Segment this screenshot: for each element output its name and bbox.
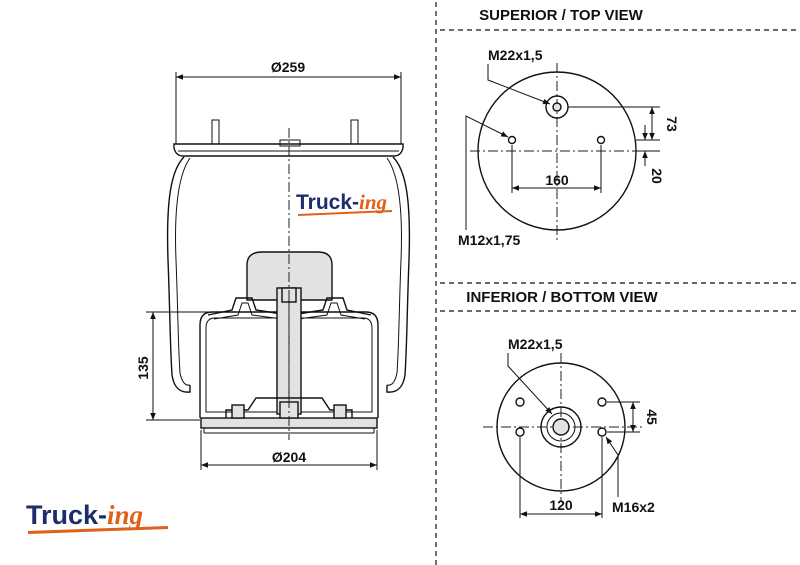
bottom-bolt-tr bbox=[597, 397, 607, 407]
logo-brand-b: ing bbox=[107, 500, 143, 530]
top-hole-right bbox=[596, 135, 606, 145]
svg-text:Truck-ing: Truck-ing bbox=[26, 500, 143, 530]
brand-logo: Truck-ing bbox=[26, 500, 168, 534]
bottom-center-hub bbox=[540, 406, 582, 448]
top-spacing-label: 160 bbox=[545, 172, 569, 188]
piston-body bbox=[199, 311, 379, 418]
bellows bbox=[166, 156, 191, 393]
bottom-diameter-label: Ø204 bbox=[272, 449, 306, 465]
top-hole-left bbox=[507, 135, 517, 145]
watermark-brand-a: Truck- bbox=[296, 191, 359, 214]
watermark-brand-b: ing bbox=[359, 190, 387, 214]
bottom-offset-label: 45 bbox=[644, 409, 660, 425]
bottom-spacing-label: 120 bbox=[549, 497, 573, 513]
top-plate bbox=[173, 143, 404, 148]
logo-brand-a: Truck- bbox=[26, 500, 107, 530]
top-offset-a-label: 73 bbox=[664, 116, 680, 132]
bottom-bolt-bl bbox=[515, 427, 525, 437]
top-diameter-label: Ø259 bbox=[271, 59, 305, 75]
bottom-bolt-tl bbox=[515, 397, 525, 407]
height-label: 135 bbox=[135, 356, 151, 380]
top-center-thread-label: M22x1,5 bbox=[488, 47, 543, 63]
watermark-logo: Truck-ing bbox=[296, 190, 392, 216]
top-view: SUPERIOR / TOP VIEW M22x1,5 M12x1,75 160… bbox=[458, 7, 680, 248]
top-offset-b-label: 20 bbox=[649, 168, 665, 184]
bottom-view: INFERIOR / BOTTOM VIEW M22x1,5 45 120 M1… bbox=[466, 289, 660, 518]
side-view: Ø259 Ø204 135 bbox=[135, 59, 411, 470]
bottom-bolt-thread-label: M16x2 bbox=[612, 499, 655, 515]
bottom-view-heading: INFERIOR / BOTTOM VIEW bbox=[466, 289, 658, 306]
bottom-center-thread-label: M22x1,5 bbox=[508, 336, 563, 352]
section-separators bbox=[435, 2, 800, 565]
bottom-bolt-br bbox=[597, 427, 607, 437]
top-view-heading: SUPERIOR / TOP VIEW bbox=[479, 7, 643, 24]
top-side-thread-label: M12x1,75 bbox=[458, 232, 520, 248]
top-stud-right bbox=[350, 119, 359, 145]
svg-text:Truck-ing: Truck-ing bbox=[296, 190, 387, 214]
top-stud-left bbox=[211, 119, 220, 145]
